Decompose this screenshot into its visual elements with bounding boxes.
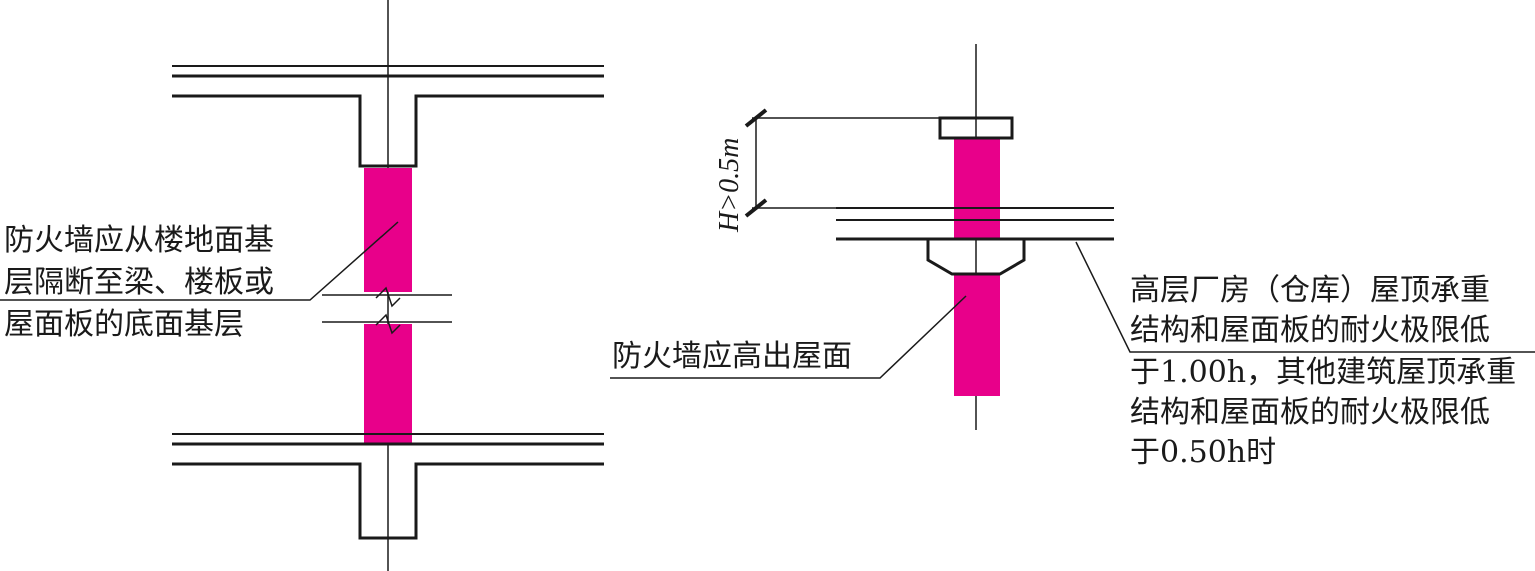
right-note-line-1: 高层厂房（仓库）屋顶承重: [1130, 273, 1490, 308]
middle-leader-line: [610, 295, 967, 379]
right-detail: H>0.5m 防火墙应高出屋面 高层厂房（仓库）屋顶承重 结构和屋面板的耐火极限…: [610, 44, 1535, 470]
left-top-beam: [172, 94, 604, 168]
dimension-tick-top: [744, 108, 768, 128]
left-firewall-lower: [364, 324, 412, 444]
right-leader-line: [1075, 241, 1535, 353]
left-detail: 防火墙应从楼地面基 层隔断至梁、楼板或 屋面板的底面基层: [0, 0, 604, 571]
left-note-line-1: 防火墙应从楼地面基: [4, 223, 274, 258]
left-break-zigzag: [375, 286, 401, 308]
left-note-line-3: 屋面板的底面基层: [4, 307, 244, 342]
middle-note: 防火墙应高出屋面: [612, 339, 852, 374]
left-bottom-beam: [172, 462, 604, 540]
right-firewall-lower: [954, 274, 1000, 396]
right-roof-beam: [926, 240, 1026, 276]
right-note-line-4: 结构和屋面板的耐火极限低: [1130, 395, 1490, 430]
right-note-line-2: 结构和屋面板的耐火极限低: [1130, 313, 1490, 348]
right-note-line-5: 于0.50h时: [1130, 435, 1276, 470]
left-note-line-2: 层隔断至梁、楼板或: [4, 265, 274, 300]
left-break-zigzag: [375, 313, 401, 335]
left-leader-line: [0, 221, 399, 301]
dimension-tick-bottom: [744, 198, 768, 218]
dimension-label: H>0.5m: [714, 138, 745, 233]
right-wall-cap: [938, 116, 1014, 140]
right-note-line-3: 于1.00h，其他建筑屋顶承重: [1130, 355, 1516, 390]
right-firewall-upper: [954, 138, 1000, 240]
